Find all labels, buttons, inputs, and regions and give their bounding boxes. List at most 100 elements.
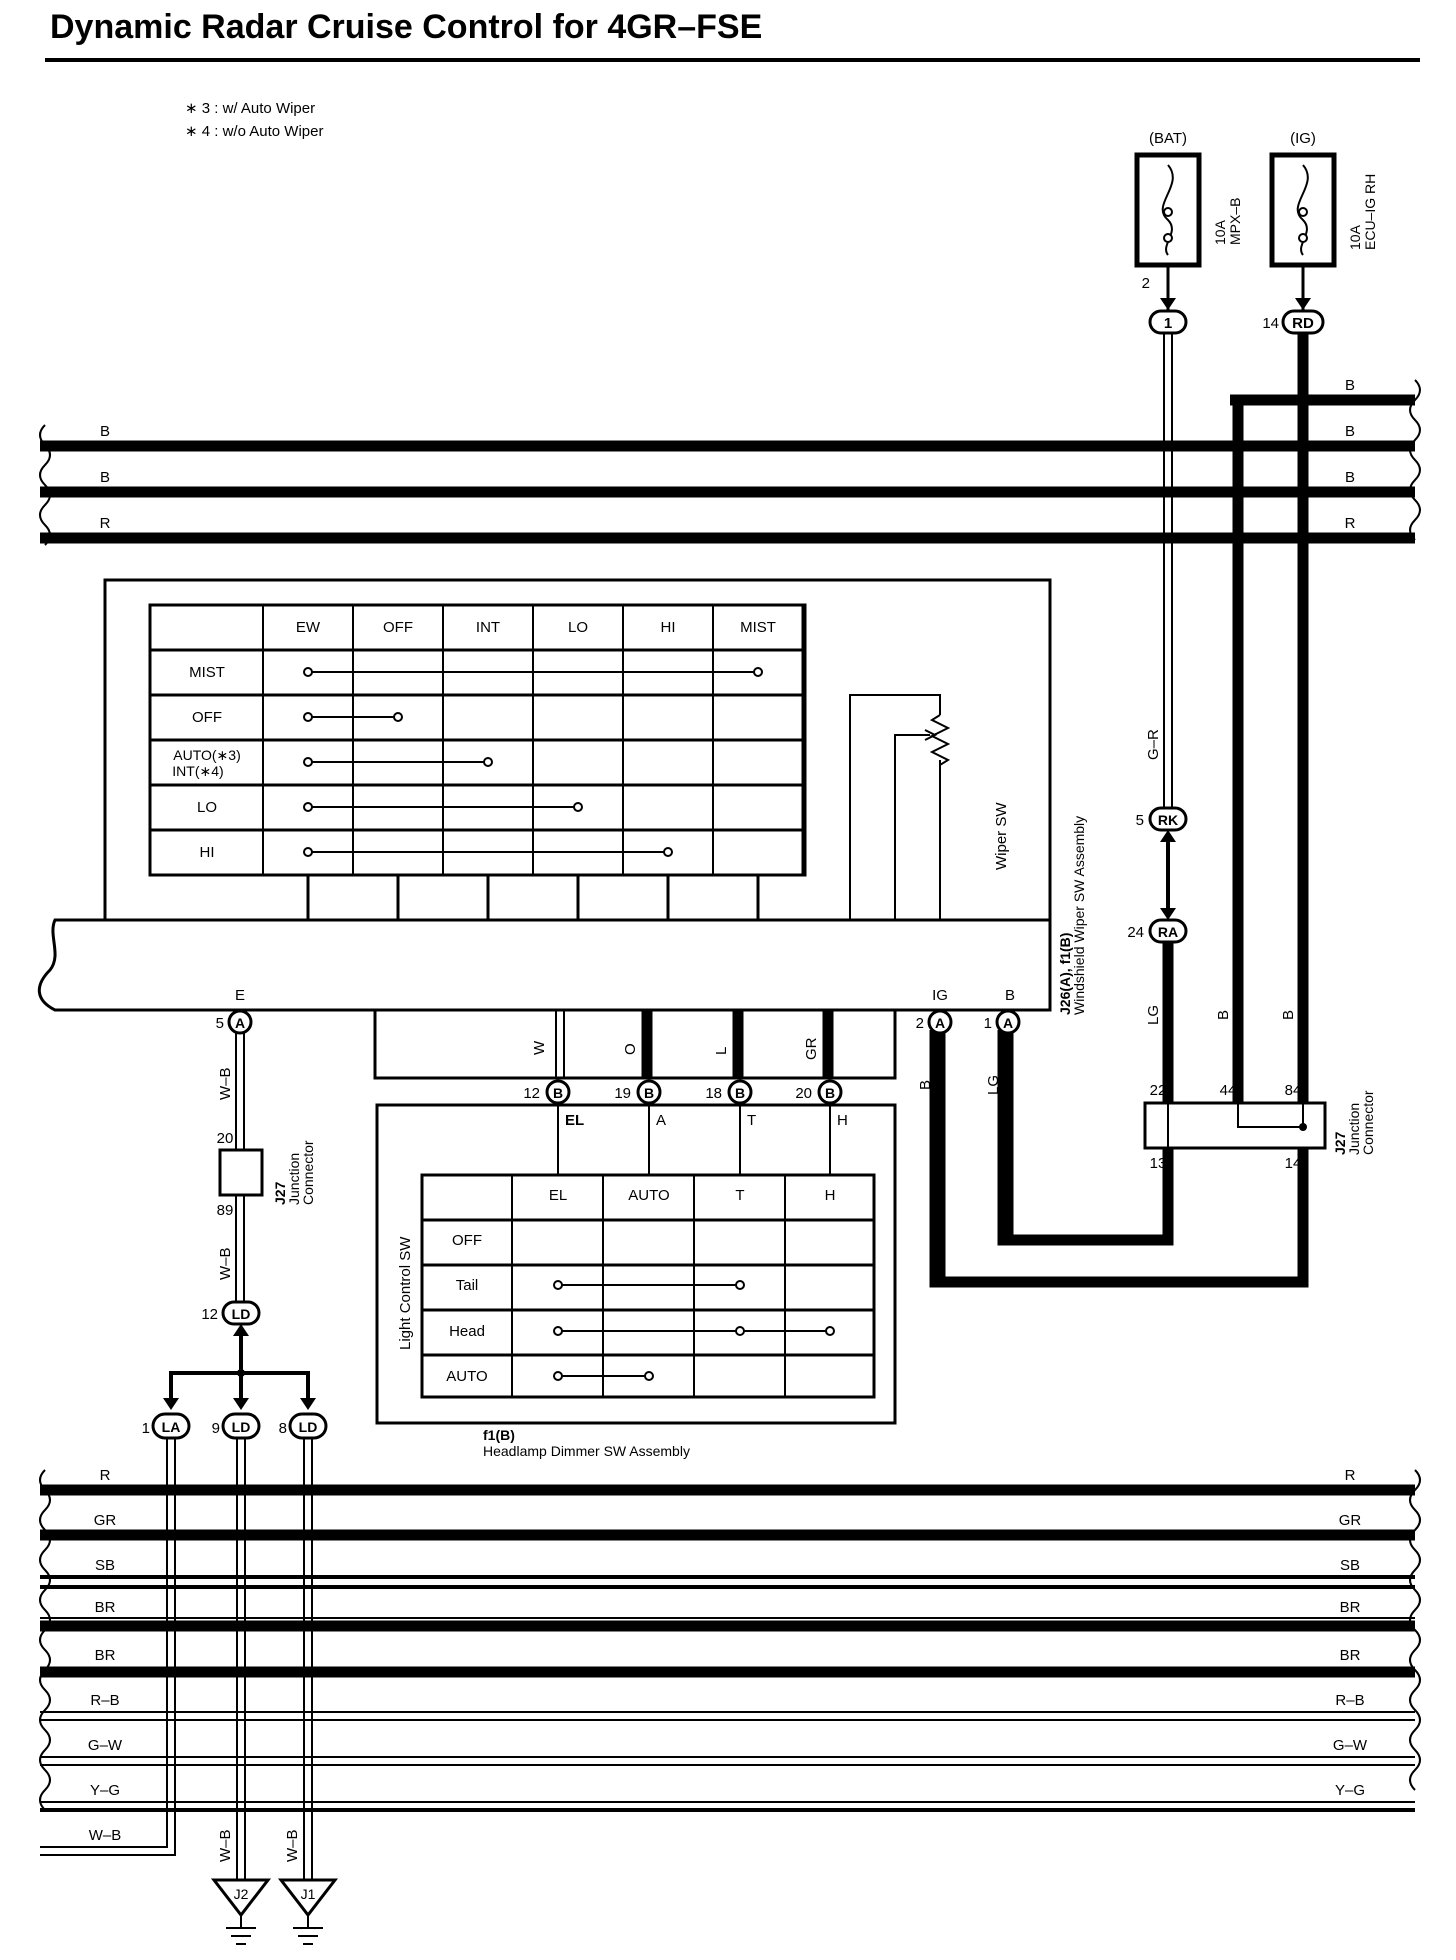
light-row-tail: Tail: [456, 1277, 479, 1294]
svg-text:J1: J1: [301, 1886, 316, 1902]
wiper-pins: E A 5 IG A 2 B A 1 B LG: [216, 987, 1021, 1095]
bus-right-3: SB: [1340, 1557, 1360, 1574]
b-wire-lg: LG: [985, 1075, 1002, 1095]
ra-pin: 24: [1127, 924, 1144, 941]
bus-right-6: R–B: [1335, 1692, 1364, 1709]
note-4: ∗ 4 : w/o Auto Wiper: [185, 123, 323, 140]
svg-text:J2: J2: [234, 1886, 249, 1902]
left-j27-label-3: Connector: [300, 1140, 316, 1205]
bus-right-5: BR: [1340, 1647, 1361, 1664]
bus-left-2: GR: [94, 1512, 117, 1529]
wiper-col-lo: LO: [568, 619, 588, 636]
bus-left-6: R–B: [90, 1692, 119, 1709]
svg-text:20: 20: [795, 1085, 812, 1102]
wiper-switch-assembly: EW OFF INT LO HI MIST MIST OFF AUTO(∗3) …: [103, 578, 1052, 922]
fuse-name-2: ECU–IG RH: [1362, 174, 1378, 250]
top-bus: B B B R B B R: [39, 377, 1421, 546]
svg-text:B: B: [735, 1085, 745, 1101]
headlamp-label-2: Headlamp Dimmer SW Assembly: [483, 1443, 690, 1459]
ground-wires: W–B W–B J2 J1: [210, 1438, 339, 1945]
top-bus-left-1: B: [100, 423, 110, 440]
bus-right-1: R: [1345, 1467, 1356, 1484]
light-connections: [553, 1280, 835, 1381]
j27-right-label-1: J27: [1332, 1131, 1348, 1155]
wiper-col-ew: EW: [296, 619, 321, 636]
wiper-row-auto: AUTO(∗3): [173, 747, 240, 763]
light-control-title: Light Control SW: [397, 1236, 414, 1350]
connector-rd-label: RD: [1292, 315, 1314, 332]
light-row-auto: AUTO: [446, 1368, 487, 1385]
note-3: ∗ 3 : w/ Auto Wiper: [185, 100, 315, 117]
wiper-row-mist: MIST: [189, 664, 225, 681]
light-col-h: H: [825, 1187, 836, 1204]
wiper-row-lo: LO: [197, 799, 217, 816]
bus-right-7: G–W: [1333, 1737, 1368, 1754]
connector-ld-8: 8 LD: [279, 1412, 328, 1440]
wire-color-gr: GR: [803, 1037, 820, 1060]
wiper-col-off: OFF: [383, 619, 413, 636]
connector-a-ig: A: [927, 1009, 953, 1035]
top-bus-left-2: B: [100, 469, 110, 486]
fuse-pin-1: 2: [1142, 275, 1150, 292]
left-j27-bottom: 89: [217, 1202, 234, 1219]
fuse-mpx-b: (BAT) 10A MPX–B 2: [1134, 130, 1243, 292]
connector-rd-pin: 14: [1262, 315, 1279, 332]
j27-pin-14: 14: [1285, 1155, 1302, 1172]
bus-left-8: Y–G: [90, 1782, 120, 1799]
svg-text:12: 12: [523, 1085, 540, 1102]
left-j27-label-2: Junction: [286, 1153, 302, 1205]
connector-ra: RA: [1148, 918, 1188, 944]
light-pin-name-a: A: [656, 1112, 666, 1129]
fuse-source-bat: (BAT): [1149, 130, 1187, 147]
pin-e-num: 5: [216, 1015, 224, 1032]
light-col-t: T: [735, 1187, 744, 1204]
left-wire-wb-2: W–B: [217, 1247, 234, 1280]
connector-ld-top: LD: [221, 1300, 261, 1326]
pin-b-name: B: [1005, 987, 1015, 1004]
wiper-col-int: INT: [476, 619, 500, 636]
svg-text:A: A: [235, 1015, 245, 1031]
rk-pin: 5: [1136, 812, 1144, 829]
bus-right-8: Y–G: [1335, 1782, 1365, 1799]
bus-right-2: GR: [1339, 1512, 1362, 1529]
left-j27-top: 20: [217, 1130, 234, 1147]
fuse-name-1: MPX–B: [1227, 198, 1243, 245]
connector-1: 1: [1148, 309, 1188, 335]
wiper-potentiometer: [849, 694, 951, 920]
title-rule: [45, 58, 1420, 62]
wire-color-o: O: [622, 1043, 639, 1055]
ground-j2: J2: [210, 1878, 272, 1945]
connector-a-e: A: [227, 1009, 253, 1035]
b-wire-label-1: B: [1215, 1010, 1232, 1020]
ra-label: RA: [1158, 924, 1178, 940]
headlamp-label-1: f1(B): [483, 1427, 515, 1443]
light-pin-12b: 12 B: [523, 1079, 571, 1105]
wiper-connector-block: J26(A), f1(B) Windshield Wiper SW Assemb…: [37, 816, 1087, 1015]
connector-a-b: A: [995, 1009, 1021, 1035]
j27-right-label-2: Junction: [1346, 1103, 1362, 1155]
wiper-col-mist: MIST: [740, 619, 776, 636]
bus-left-1: R: [100, 1467, 111, 1484]
connector-la-1: 1 LA: [142, 1412, 191, 1440]
light-pin-18b: 18 B: [705, 1079, 753, 1105]
svg-text:B: B: [644, 1085, 654, 1101]
light-pin-name-t: T: [747, 1112, 756, 1129]
connector-rd: RD: [1281, 309, 1325, 335]
fuse-rating-2: 10A: [1347, 224, 1363, 250]
wire-color-l: L: [713, 1047, 730, 1055]
svg-text:LA: LA: [162, 1419, 181, 1435]
connector-1-label: 1: [1164, 315, 1172, 332]
bus-left-3: SB: [95, 1557, 115, 1574]
svg-text:LD: LD: [299, 1419, 318, 1435]
svg-text:A: A: [1003, 1015, 1013, 1031]
wiper-row-int: INT(∗4): [172, 763, 223, 779]
wiper-row-off: OFF: [192, 709, 222, 726]
top-bus-right-2: B: [1345, 469, 1355, 486]
fuse-source-ig: (IG): [1290, 130, 1316, 147]
assembly-label-2: Windshield Wiper SW Assembly: [1071, 816, 1087, 1015]
connector-ld-9: 9 LD: [212, 1412, 261, 1440]
wiper-lower-block: W O L GR: [373, 1008, 897, 1080]
rk-label: RK: [1158, 812, 1178, 828]
light-pin-name-el: EL: [565, 1112, 584, 1129]
